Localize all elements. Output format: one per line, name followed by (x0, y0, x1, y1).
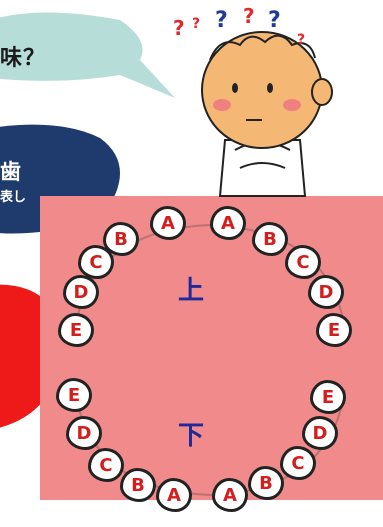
upper-tooth: E (316, 313, 352, 347)
svg-text:?: ? (173, 16, 185, 40)
upper-tooth: B (252, 222, 288, 256)
upper-jaw-label: 上 (178, 276, 205, 306)
upper-tooth: D (63, 275, 99, 309)
lower-tooth: C (280, 446, 316, 480)
upper-tooth: A (210, 206, 246, 240)
question-marks: ? ? ? ? ? ? (173, 4, 305, 48)
upper-tooth: C (285, 245, 321, 279)
svg-text:?: ? (297, 32, 305, 48)
lower-tooth: A (156, 478, 192, 512)
lower-tooth: D (66, 416, 102, 450)
thinking-character (201, 31, 333, 197)
upper-tooth: B (103, 222, 139, 256)
upper-tooth: D (308, 275, 344, 309)
upper-tooth: E (58, 313, 94, 347)
upper-tooth: A (150, 206, 186, 240)
lower-tooth: C (88, 448, 124, 482)
upper-tooth: C (78, 245, 114, 279)
svg-text:?: ? (215, 8, 228, 33)
lower-tooth: B (248, 466, 284, 500)
svg-text:?: ? (192, 16, 200, 32)
lower-jaw-label: 下 (178, 421, 205, 451)
svg-text:?: ? (243, 4, 255, 28)
lower-tooth: D (302, 416, 338, 450)
info-title: 歯 (0, 160, 21, 184)
lower-tooth: A (212, 478, 248, 512)
lower-tooth: B (120, 468, 156, 502)
lower-tooth: E (56, 378, 92, 412)
svg-text:?: ? (268, 8, 281, 33)
question-text: 味？ (0, 46, 47, 71)
info-subtitle: 表し (0, 190, 27, 205)
question-bubble (0, 12, 175, 98)
lower-tooth: E (310, 380, 346, 414)
